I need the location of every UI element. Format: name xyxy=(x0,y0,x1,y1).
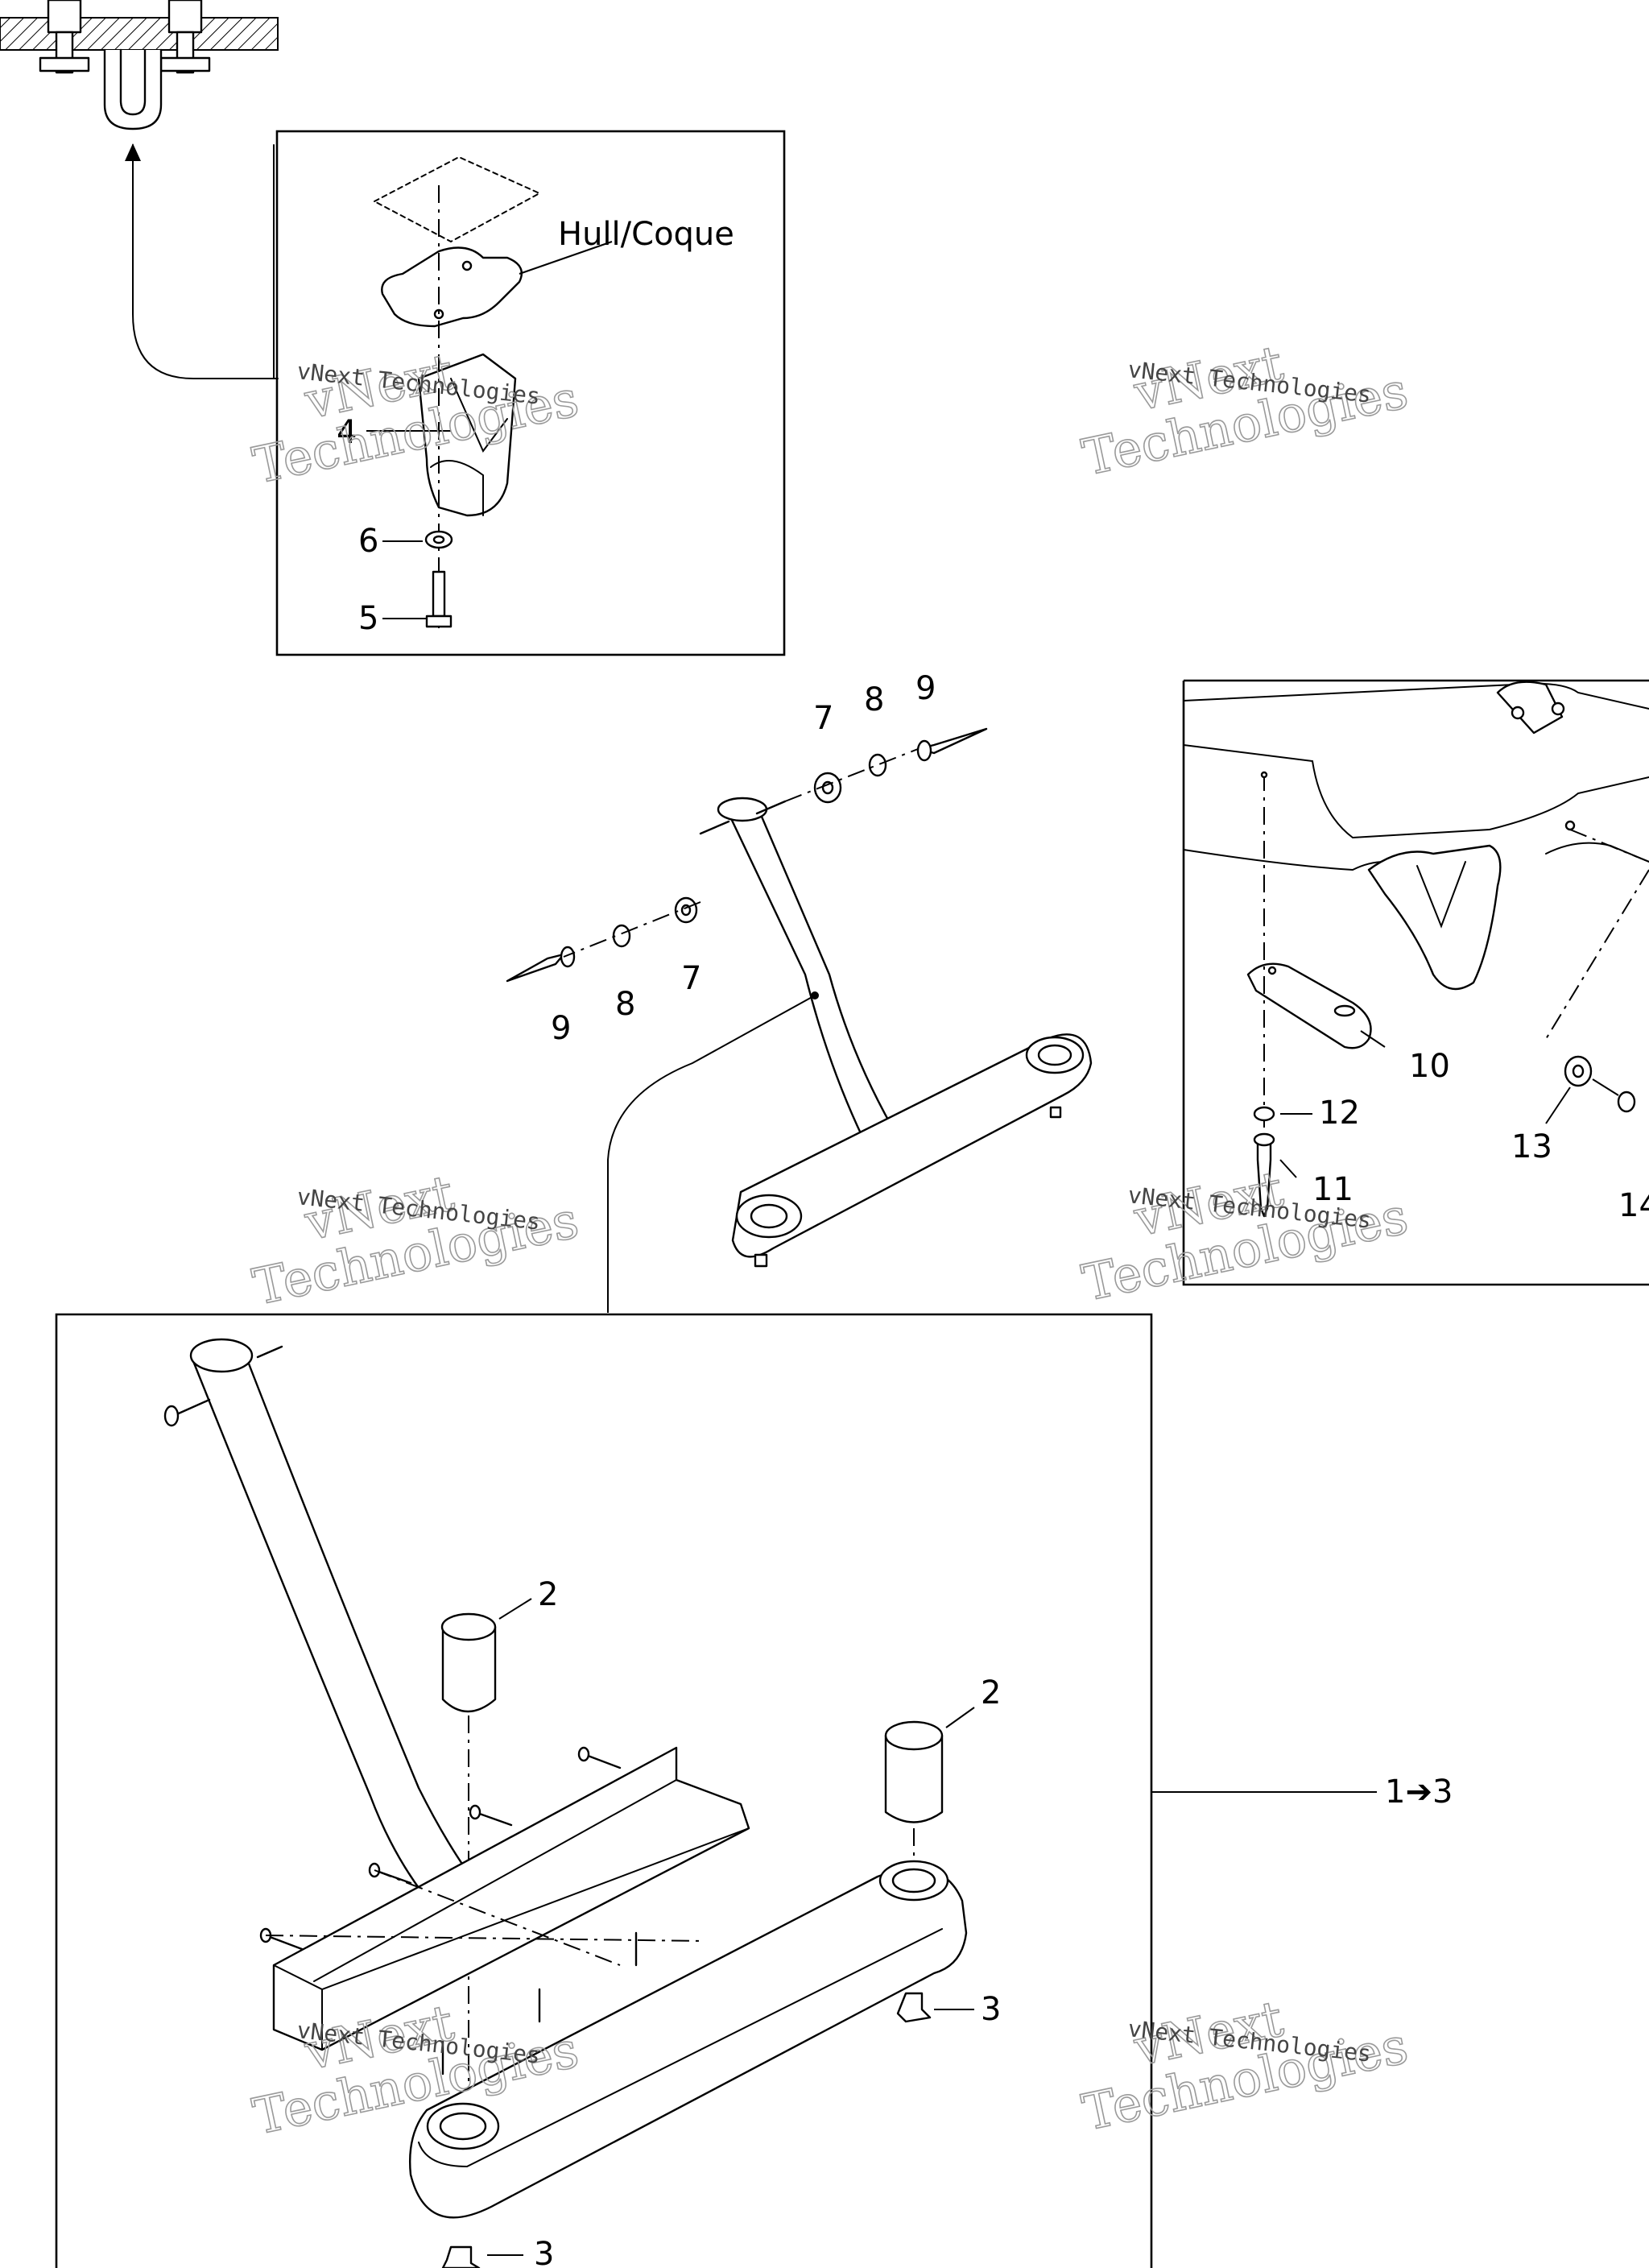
label-part-5: 5 xyxy=(358,600,378,637)
label-part-12: 12 xyxy=(1319,1095,1360,1132)
label-part-10: 10 xyxy=(1409,1048,1450,1085)
bracket-detail-frame xyxy=(275,130,786,656)
label-part-3-left: 3 xyxy=(534,2236,554,2268)
label-part-11: 11 xyxy=(1312,1171,1354,1208)
label-part-7-lower: 7 xyxy=(681,960,701,997)
bracket-detail-leaders xyxy=(366,241,613,619)
label-part-3-right: 3 xyxy=(981,1991,1001,2028)
label-part-14: 14 xyxy=(1618,1187,1649,1224)
label-part-7-upper: 7 xyxy=(813,700,833,737)
callout-labels: Hull/Coque 4 6 5 7 8 9 7 8 9 10 12 11 13… xyxy=(337,216,1649,2268)
label-part-9-upper: 9 xyxy=(915,670,936,707)
label-part-4: 4 xyxy=(337,414,357,451)
label-part-6: 6 xyxy=(358,523,378,560)
label-part-8-lower: 8 xyxy=(615,986,635,1023)
label-part-9-lower: 9 xyxy=(551,1010,571,1047)
label-part-13: 13 xyxy=(1511,1128,1552,1165)
label-range: 1➔3 xyxy=(1385,1773,1453,1811)
label-part-8-upper: 8 xyxy=(864,681,884,718)
mount-detail-leaders xyxy=(1279,1030,1571,1178)
mount-detail-frame xyxy=(1182,679,1649,1286)
assembled-step xyxy=(506,727,1093,1313)
hull-section-detail xyxy=(0,0,279,379)
label-hull: Hull/Coque xyxy=(558,216,734,253)
step-exploded-leaders xyxy=(487,1598,975,2256)
label-part-2-right: 2 xyxy=(981,1674,1001,1711)
label-part-2-left: 2 xyxy=(538,1576,558,1613)
step-exploded-frame xyxy=(55,1313,1377,2268)
